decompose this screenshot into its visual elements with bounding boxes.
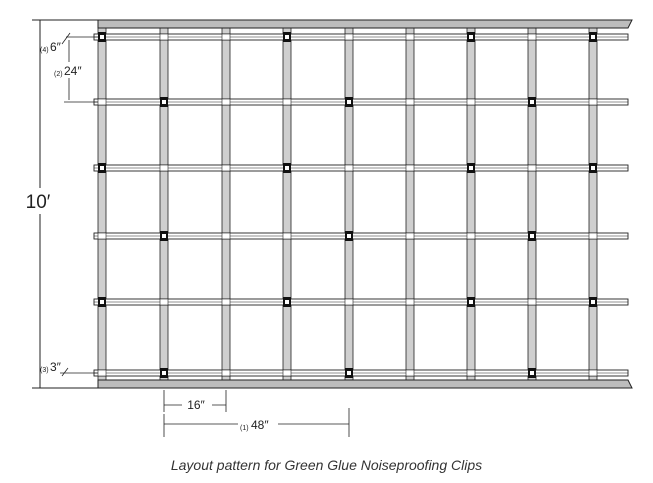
top-offset-index: (4) — [40, 47, 49, 54]
channels-group — [93, 33, 629, 377]
channel-crossing — [527, 33, 537, 41]
clip-notch — [591, 300, 595, 304]
stud — [527, 27, 537, 381]
clip-notch — [591, 166, 595, 170]
channel-crossing — [588, 232, 598, 240]
channel-crossing — [97, 98, 107, 106]
clip-notch — [469, 35, 473, 39]
channel-crossing — [527, 164, 537, 172]
clip-notch — [530, 234, 534, 238]
top-offset-value: 6″ — [50, 40, 62, 54]
channel-crossing — [344, 33, 354, 41]
channel-spacing-value: 24″ — [64, 64, 82, 78]
figure-caption: Layout pattern for Green Glue Noiseproof… — [170, 457, 483, 473]
stud — [344, 27, 354, 381]
channel-crossing — [282, 232, 292, 240]
bottom-plate — [97, 379, 633, 389]
channel-crossing — [466, 98, 476, 106]
channel-crossing — [97, 369, 107, 377]
studs-group — [97, 27, 598, 381]
clip-notch — [469, 300, 473, 304]
clip-notch — [100, 166, 104, 170]
clip-notch — [285, 300, 289, 304]
clip-notch — [285, 35, 289, 39]
stud — [159, 27, 169, 381]
bottom-offset-index: (3) — [40, 367, 49, 374]
stud — [588, 27, 598, 381]
channel-crossing — [221, 33, 231, 41]
clip-notch — [162, 100, 166, 104]
stud — [282, 27, 292, 381]
stud — [405, 27, 415, 381]
channel-crossing — [588, 98, 598, 106]
channel-crossing — [282, 369, 292, 377]
clip-notch — [530, 100, 534, 104]
channel-crossing — [405, 369, 415, 377]
channel-crossing — [159, 298, 169, 306]
channel-crossing — [344, 164, 354, 172]
clip-notch — [347, 234, 351, 238]
clip-notch — [347, 371, 351, 375]
channel-crossing — [221, 232, 231, 240]
channel-crossing — [466, 369, 476, 377]
channel-crossing — [527, 298, 537, 306]
clip-spacing-index: (1) — [240, 425, 249, 432]
height-total-label: 10′ — [26, 192, 51, 213]
top-offset-slant — [61, 32, 71, 45]
clips-group — [97, 32, 598, 378]
top-plate — [97, 19, 633, 29]
bottom-offset-slant — [61, 367, 69, 377]
clip-notch — [591, 35, 595, 39]
clip-spacing-value: 48″ — [251, 418, 269, 432]
clip-notch — [100, 35, 104, 39]
channel-crossing — [588, 369, 598, 377]
channel-crossing — [97, 232, 107, 240]
channel-crossing — [405, 33, 415, 41]
channel-crossing — [221, 369, 231, 377]
channel-crossing — [466, 232, 476, 240]
channel-crossing — [405, 232, 415, 240]
channel-crossing — [221, 298, 231, 306]
channel-crossing — [159, 33, 169, 41]
clip-notch — [162, 371, 166, 375]
channel-crossing — [405, 164, 415, 172]
channel-crossing — [221, 98, 231, 106]
stud — [221, 27, 231, 381]
channel-crossing — [221, 164, 231, 172]
channel-crossing — [159, 164, 169, 172]
clip-notch — [469, 166, 473, 170]
channel-crossing — [282, 98, 292, 106]
clip-notch — [100, 300, 104, 304]
stud — [466, 27, 476, 381]
channel-crossing — [344, 298, 354, 306]
channel-crossing — [405, 298, 415, 306]
stud — [97, 27, 107, 381]
channel-spacing-index: (2) — [54, 71, 63, 78]
bottom-offset-value: 3″ — [50, 360, 62, 374]
channel-crossing — [405, 98, 415, 106]
clip-notch — [530, 371, 534, 375]
clip-notch — [285, 166, 289, 170]
clip-notch — [347, 100, 351, 104]
stud-spacing-value: 16″ — [187, 398, 205, 412]
clip-notch — [162, 234, 166, 238]
